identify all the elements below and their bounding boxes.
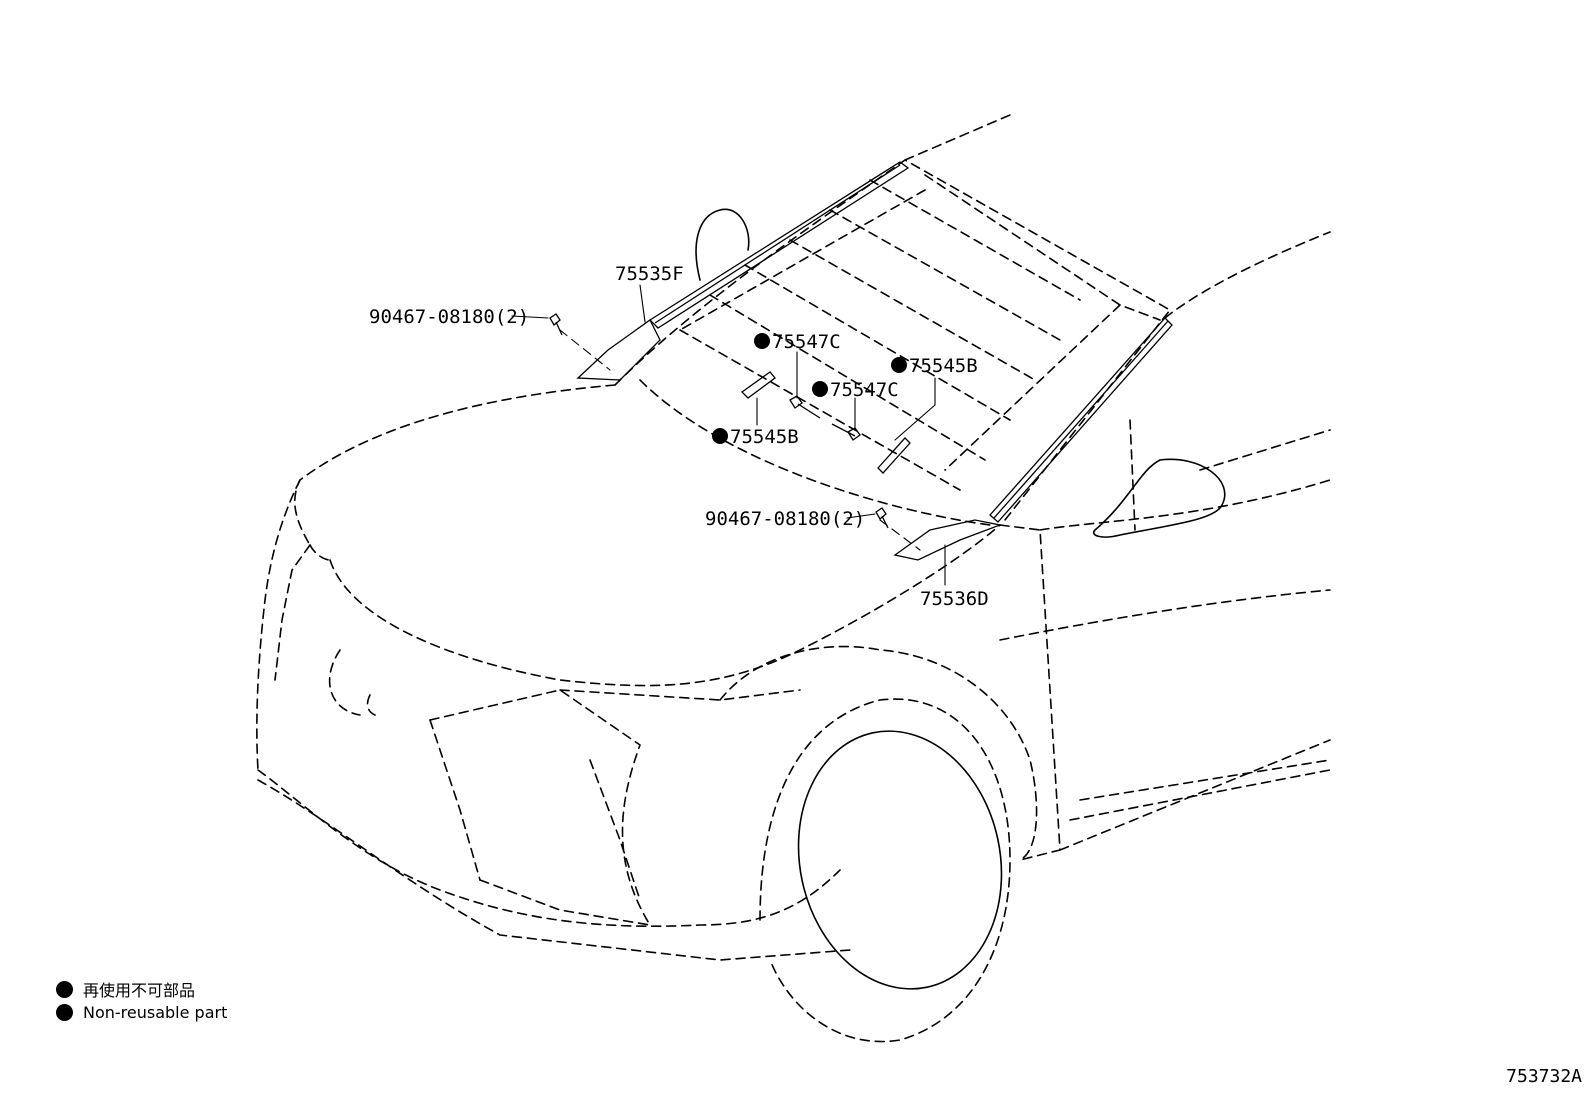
fastener-parts [549,313,911,529]
callout-screw-upper: 90467-08180(2) [369,306,529,328]
windshield-molding-right [989,317,1173,523]
legend-japanese: 再使用不可部品 [56,977,195,1001]
callout-75536D: 75536D [920,588,989,610]
legend-english: Non-reusable part [56,1003,227,1022]
cowl-side-piece-left [576,319,661,381]
clip-right-icon [831,423,861,441]
non-reusable-marker-75545B-b [891,357,907,373]
callout-75547C-a: 75547C [772,331,841,353]
windshield-outline [614,114,1171,526]
legend-bullet-icon [56,980,73,998]
callout-75547C-b: 75547C [830,379,899,401]
clip-left-icon [789,395,821,419]
non-reusable-marker-75545B-a [712,428,728,444]
screw-lower-icon [875,507,889,529]
hood-outline [294,384,1001,687]
leader-lines [511,284,946,586]
non-reusable-marker-75547C-b [812,381,828,397]
roof-drip-molding-upper [648,161,910,329]
screw-upper-icon [549,313,563,336]
non-reusable-marker-75547C-a [754,333,770,349]
front-wheel [759,698,1011,1043]
callout-screw-lower: 90467-08180(2) [705,508,865,530]
fender-and-side-body [719,231,1331,861]
callout-75545B-b: 75545B [909,355,978,377]
side-mirror-right [1093,458,1226,538]
callout-75545B-a: 75545B [730,426,799,448]
retainer-strip-left-icon [740,371,776,399]
callout-75535F: 75535F [615,263,684,285]
side-mirror-left [695,208,750,281]
legend-bullet-icon [56,1004,73,1021]
legend-japanese-text: 再使用不可部品 [83,981,196,1000]
legend-english-text: Non-reusable part [83,1003,228,1022]
cowl-side-piece-right [893,519,1003,561]
front-fascia-outline [256,479,851,961]
retainer-strip-right-icon [877,437,911,474]
illustration-code: 753732A [1506,1066,1582,1087]
cowl-side-dash-left [559,329,611,371]
